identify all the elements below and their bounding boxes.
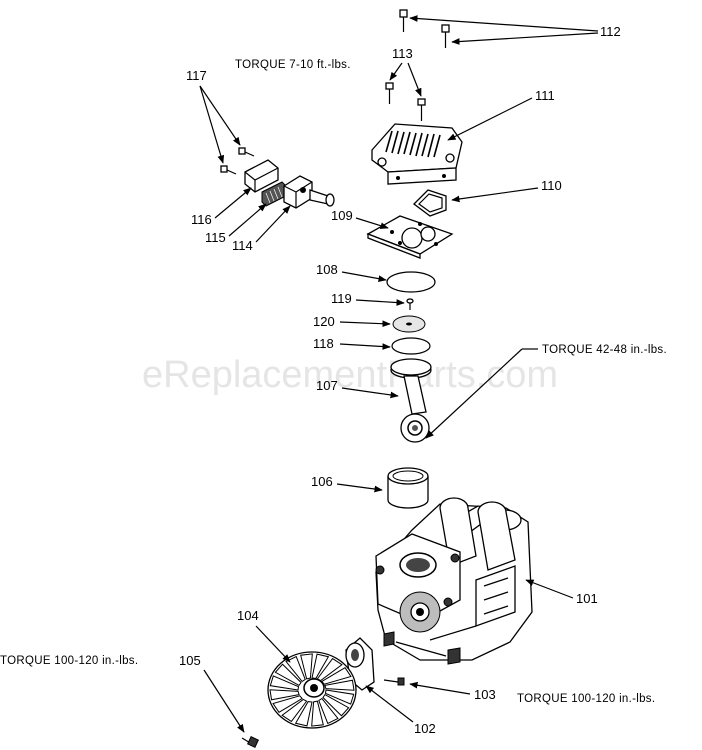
svg-text:115: 115 <box>205 230 226 245</box>
fan-blade <box>269 675 300 691</box>
callout-115: 115 <box>205 203 267 245</box>
part-118-ring <box>391 337 431 355</box>
part-119-screw <box>406 298 414 310</box>
svg-text:119: 119 <box>331 291 352 306</box>
callout-109: 109 <box>331 208 389 229</box>
svg-text:120: 120 <box>313 314 335 329</box>
svg-text:113: 113 <box>392 46 413 61</box>
svg-text:107: 107 <box>316 378 338 393</box>
callout-119: 119 <box>331 291 405 306</box>
fan-blade <box>322 693 350 717</box>
callout-110: 110 <box>451 178 562 203</box>
callout-120: 120 <box>313 314 391 329</box>
callout-rod-torque: TORQUE 42-48 in.-lbs. <box>425 344 667 439</box>
torque-note-eccentric-screw: TORQUE 100-120 in.-lbs. <box>517 693 655 705</box>
part-105-bolt <box>241 736 259 748</box>
svg-text:117: 117 <box>186 68 207 83</box>
part-114-intake-housing <box>283 175 335 209</box>
callout-103: 103 <box>409 681 496 702</box>
part-112-bolts <box>399 9 450 48</box>
svg-text:114: 114 <box>232 238 253 253</box>
svg-text:108: 108 <box>316 262 338 277</box>
callout-112: 112 <box>409 15 621 45</box>
svg-text:104: 104 <box>237 608 259 623</box>
part-101-motor-crankcase <box>375 497 533 665</box>
torque-note-head-bolts: TORQUE 7-10 ft.-lbs. <box>235 59 351 71</box>
part-107-connecting-rod <box>390 358 432 443</box>
svg-text:116: 116 <box>191 212 212 227</box>
callout-105: 105 <box>179 653 245 733</box>
callout-118: 118 <box>313 336 391 351</box>
callout-104: 104 <box>237 608 291 663</box>
svg-text:105: 105 <box>179 653 201 668</box>
svg-text:111: 111 <box>535 88 555 103</box>
svg-text:110: 110 <box>541 178 562 193</box>
fan-blade <box>324 689 355 705</box>
callout-113: 113 <box>389 46 422 97</box>
part-113-bolts <box>385 82 426 121</box>
svg-text:101: 101 <box>576 591 598 606</box>
callout-114: 114 <box>232 205 291 253</box>
fan-blade <box>269 689 300 701</box>
callout-102: 102 <box>365 685 436 736</box>
fan-blade <box>285 655 306 683</box>
callout-108: 108 <box>316 262 387 282</box>
callout-101: 101 <box>525 579 598 606</box>
fan-blade <box>300 653 313 680</box>
svg-text:106: 106 <box>311 474 333 489</box>
torque-note-fan-bolt: TORQUE 100-120 in.-lbs. <box>0 655 138 667</box>
callout-111: 111 <box>447 88 555 141</box>
fan-blade <box>311 700 324 727</box>
svg-text:118: 118 <box>313 336 334 351</box>
svg-text:103: 103 <box>474 687 496 702</box>
fan-blade <box>272 695 303 713</box>
part-110-gasket <box>413 189 447 217</box>
part-104-fan <box>267 651 357 729</box>
fan-blade <box>294 701 313 727</box>
part-108-o-ring <box>386 271 436 293</box>
part-117-screws <box>220 147 255 175</box>
part-109-valve-plate <box>366 215 454 259</box>
fan-blade <box>321 667 352 685</box>
part-116-cover-plate <box>244 159 279 193</box>
callout-106: 106 <box>311 474 383 493</box>
part-103-screw <box>383 677 405 686</box>
torque-note-rod: TORQUE 42-48 in.-lbs. <box>542 344 667 356</box>
fan-blade <box>324 679 355 691</box>
part-111-cylinder-head <box>371 123 463 185</box>
fan-blade <box>281 698 308 723</box>
svg-text:102: 102 <box>414 721 436 736</box>
callout-107: 107 <box>316 378 399 399</box>
svg-text:109: 109 <box>331 208 353 223</box>
svg-text:112: 112 <box>600 24 621 39</box>
part-120-retainer <box>392 315 426 333</box>
callout-116: 116 <box>191 187 252 227</box>
part-106-sleeve <box>387 467 429 509</box>
fan-blade <box>318 697 339 725</box>
callout-117: 117 <box>186 68 241 164</box>
fan-blade <box>274 663 302 687</box>
